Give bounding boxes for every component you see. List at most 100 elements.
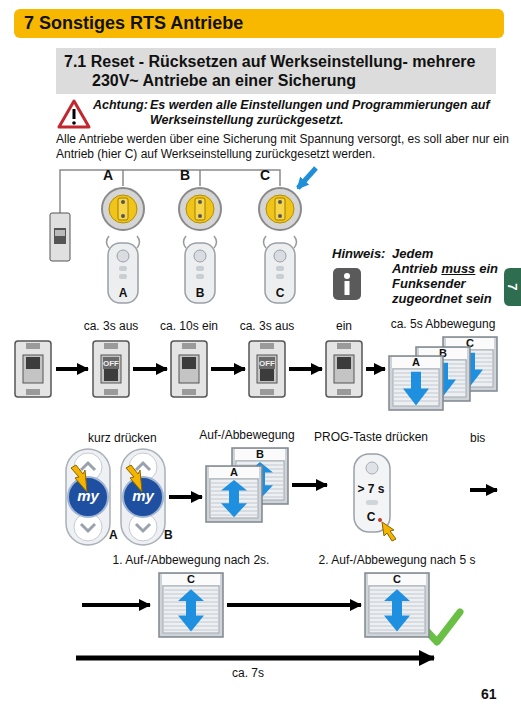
breaker-switch-part [182, 357, 196, 369]
warning-triangle [59, 101, 89, 127]
motor-icon-art [176, 186, 224, 232]
motor-icon-part [198, 200, 202, 204]
shutter-icon-part [236, 461, 284, 500]
node-text: my [65, 487, 111, 505]
shutter-icon-part [447, 350, 493, 387]
remote-icon-part [194, 250, 206, 262]
shutter-icon-part [448, 366, 492, 367]
breaker-switch [15, 341, 51, 397]
shutter-icon-part [221, 480, 247, 517]
prog-remote-part [378, 518, 382, 522]
my-button: myB [120, 448, 166, 546]
shutter-icon-part [365, 573, 429, 637]
node-text: 7 [505, 278, 521, 295]
shutter-icon-part [421, 388, 465, 389]
note-text: Alle Antriebe werden über eine Sicherung… [56, 132, 512, 162]
node-text: B [231, 448, 289, 460]
chapter-tab: 7 [504, 268, 521, 306]
motor-icon-part [195, 198, 205, 220]
shutter-icon-part [237, 497, 283, 498]
shutter-icon-part [443, 337, 497, 391]
shutter-icon-part [430, 363, 456, 397]
info-icon [333, 268, 361, 300]
remote-icon-part [119, 266, 127, 271]
node-subtext: C [158, 573, 224, 585]
note-text: Es werden alle Einstellungen und Program… [150, 98, 512, 128]
motor-icon: C [256, 186, 304, 232]
breaker-switch-part [249, 341, 285, 397]
breaker-switch-part [337, 357, 351, 369]
shutter-icon-part [421, 364, 465, 365]
shutter-icon-part [178, 589, 204, 631]
node-subtext: B [164, 528, 173, 542]
shutter-icon-part [389, 356, 443, 410]
node-subtext: OFF [248, 359, 286, 369]
shutter-icon-part [448, 358, 492, 359]
node-subtext: C [330, 510, 412, 524]
flow-arrow [289, 367, 322, 371]
motor-icon-part [121, 214, 125, 218]
shutter-icon-part [421, 380, 465, 381]
breaker-switch-art [248, 340, 286, 398]
my-button-part [121, 449, 165, 545]
my-button-part [136, 524, 150, 531]
breaker-switch-part [334, 355, 354, 383]
breaker-switch-part [182, 389, 196, 395]
breaker-switch-art [325, 340, 363, 398]
motor-icon-part [278, 200, 282, 204]
breaker-switch-art [170, 340, 208, 398]
breaker-switch-part [179, 355, 199, 383]
motor-icon-art [99, 186, 147, 232]
motor-icon-part [118, 198, 128, 220]
node-text: B [180, 167, 190, 184]
section-header: 7.1 Reset - Rücksetzen auf Werkseinstell… [56, 48, 496, 94]
flow-arrow [292, 483, 327, 487]
node-text: ca. 10s ein [160, 319, 218, 333]
my-button-part [136, 463, 150, 470]
note-text: Jedem Antrieb [392, 246, 438, 276]
motor-icon-part [102, 188, 144, 230]
shutter-icon-part [421, 392, 465, 393]
node-subtext: OFF [92, 359, 130, 369]
shutter-icon-part [448, 378, 492, 379]
shutter-icon-part [448, 354, 492, 355]
note-text: ca. 7s [232, 666, 264, 680]
shutter-icon-part [416, 347, 470, 401]
note-text: Hinweis: [332, 246, 385, 262]
motor-icon-part [275, 198, 285, 220]
shutter-icon: A [205, 465, 263, 523]
breaker-switch-part [93, 341, 129, 397]
shutter-icon-part [159, 573, 223, 637]
motor-icon-part [121, 200, 125, 204]
breaker-switch-art [92, 340, 130, 398]
remote-icon: B [182, 242, 218, 304]
breaker-switch-part [326, 341, 362, 397]
motor-icon-part [179, 188, 221, 230]
prog-remote-part [382, 522, 396, 541]
node-text: 1. Auf-/Abbewegung nach 2s. [113, 553, 270, 567]
remote-icon-part [196, 266, 204, 271]
node-text: Auf-/Abbewegung [199, 428, 294, 442]
shutter-icon-part [421, 384, 465, 385]
node-text: C [260, 167, 270, 184]
shutter-icon-part [448, 362, 492, 363]
breaker-switch: ca. 3s ausOFF [92, 340, 130, 398]
node-text: 7.1 Reset - Rücksetzen auf Werkseinstell… [56, 48, 496, 94]
breaker-switch: ca. 3s ausOFF [248, 340, 286, 398]
page-number: 61 [481, 686, 497, 703]
node-text: ca. 3s aus [240, 319, 295, 333]
shutter-icon-part [210, 479, 258, 518]
flow-arrow [470, 488, 497, 492]
timeline-arrow [76, 656, 434, 661]
node-subtext: C [364, 573, 430, 585]
remote-icon-part [119, 274, 127, 279]
prog-remote-part [366, 462, 378, 474]
shutter-icon-part [384, 589, 410, 631]
my-button-part [81, 463, 95, 470]
shutter-icon-part [448, 382, 492, 383]
flow-arrow [56, 367, 88, 371]
node-text: A [205, 466, 263, 478]
note-text: Achtung: [93, 98, 148, 113]
breaker-switch-part [182, 343, 196, 349]
